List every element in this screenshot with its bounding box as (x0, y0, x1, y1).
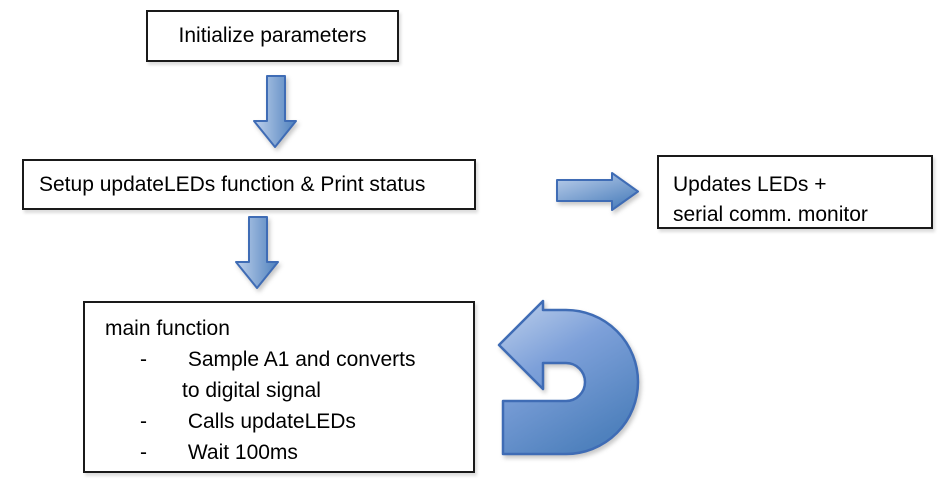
updates-leds-line2: serial comm. monitor (673, 203, 868, 226)
updates-leds-box: Updates LEDs + serial comm. monitor (657, 155, 933, 229)
bullet-dash: - (140, 410, 147, 433)
bullet-text: Sample A1 and converts (187, 348, 416, 371)
right-arrow-icon (556, 172, 639, 211)
bullet-item: - Wait 100ms (105, 437, 465, 468)
updates-leds-line1: Updates LEDs + (673, 173, 827, 196)
bullet-text-continuation: to digital signal (182, 379, 321, 402)
init-parameters-label: Initialize parameters (178, 24, 367, 48)
bullet-item: - Sample A1 and converts (105, 344, 465, 375)
bullet-item: - Calls updateLEDs (105, 406, 465, 437)
down-arrow-icon (235, 216, 279, 289)
setup-function-box: Setup updateLEDs function & Print status (22, 159, 476, 210)
bullet-dash: - (140, 441, 147, 464)
main-function-title: main function (105, 317, 230, 340)
main-function-box: main function - Sample A1 and converts t… (83, 301, 475, 473)
u-turn-loop-arrow-icon (497, 299, 640, 456)
bullet-text: Wait 100ms (187, 441, 298, 464)
bullet-dash: - (140, 348, 147, 371)
down-arrow-icon (253, 75, 297, 148)
setup-function-label: Setup updateLEDs function & Print status (39, 172, 426, 196)
bullet-text: Calls updateLEDs (187, 410, 356, 433)
init-parameters-box: Initialize parameters (146, 10, 399, 62)
